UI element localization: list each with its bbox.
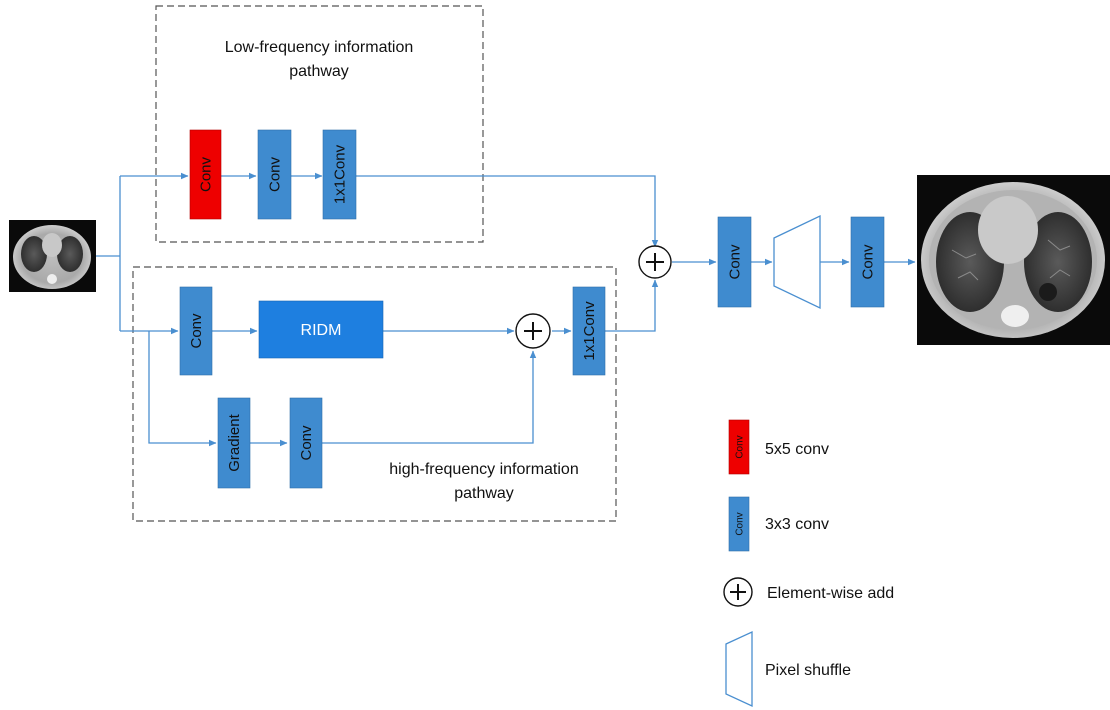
low-conv-5x5-label: Conv <box>198 156 215 192</box>
legend-add-icon <box>723 577 753 607</box>
high-pathway-title-line2: pathway <box>454 485 514 502</box>
pixel-shuffle-icon <box>773 214 821 310</box>
gradient-label: Gradient <box>226 413 243 471</box>
arrow-low-to-add <box>356 175 659 248</box>
tail-conv1-label: Conv <box>727 244 744 280</box>
tail-conv2-label: Conv <box>860 244 877 280</box>
low-1x1conv-label: 1x1Conv <box>332 144 349 204</box>
arrow-high-to-add <box>605 279 659 332</box>
ridm-block <box>258 300 384 359</box>
low-conv-3x3-block <box>257 129 292 220</box>
high-add-icon <box>515 313 551 349</box>
high-pathway-title-line1: high-frequency information <box>389 461 578 478</box>
high-conv-block <box>179 286 213 376</box>
gradient-conv-label: Conv <box>298 425 315 461</box>
tail-conv1-block <box>717 216 752 308</box>
legend-pixel-shuffle-icon <box>725 630 753 708</box>
low-pathway-title-line2: pathway <box>289 63 349 80</box>
low-conv-3x3-label: Conv <box>267 156 284 192</box>
ct-scan-output-image <box>917 175 1110 345</box>
connection-lines <box>96 172 916 447</box>
high-1x1conv-block <box>572 286 606 376</box>
low-pathway-title-line1: Low-frequency information <box>225 39 414 56</box>
gradient-conv-block <box>289 397 323 489</box>
low-frequency-pathway-box <box>155 5 484 243</box>
legend-3x3-conv-text: 3x3 conv <box>765 516 829 533</box>
legend-element-wise-add-text: Element-wise add <box>767 585 894 602</box>
ct-scan-input-image <box>9 220 96 292</box>
legend-blue-conv-block <box>728 496 750 552</box>
legend-red-conv-label: Conv <box>735 435 746 458</box>
arrow-gradient-to-add <box>322 350 537 444</box>
merge-add-icon <box>638 245 672 279</box>
legend-red-conv-block <box>728 419 750 475</box>
high-frequency-pathway-box <box>132 266 617 522</box>
ridm-label: RIDM <box>301 322 342 339</box>
tail-conv2-block <box>850 216 885 308</box>
high-1x1conv-label: 1x1Conv <box>581 301 598 361</box>
high-conv-label: Conv <box>188 313 205 349</box>
gradient-block <box>217 397 251 489</box>
low-conv-5x5-block <box>189 129 222 220</box>
arrow-to-gradient <box>148 331 217 447</box>
low-1x1conv-block <box>322 129 357 220</box>
legend-5x5-conv-text: 5x5 conv <box>765 441 829 458</box>
legend-pixel-shuffle-text: Pixel shuffle <box>765 662 851 679</box>
legend-blue-conv-label: Conv <box>735 512 746 535</box>
